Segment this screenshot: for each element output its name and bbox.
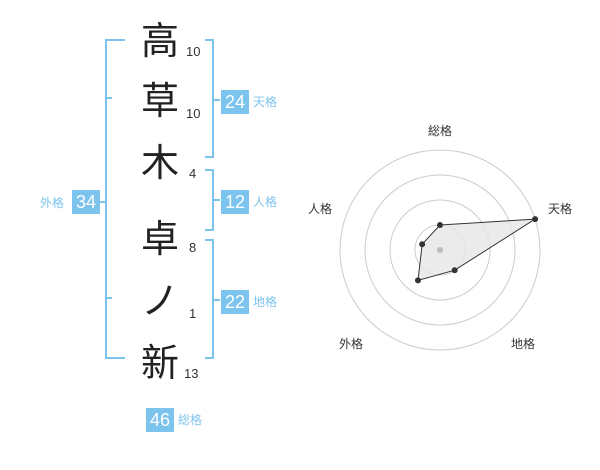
tenkaku-value: 24 bbox=[221, 90, 249, 114]
radar-points bbox=[414, 216, 539, 284]
name-char-4: 卓 bbox=[140, 217, 179, 261]
gaikaku-bracket bbox=[100, 39, 125, 359]
name-char-1: 高 bbox=[140, 19, 179, 63]
name-char-3: 木 bbox=[140, 141, 179, 185]
name-char-5: ノ bbox=[140, 279, 179, 323]
gaikaku-value: 34 bbox=[72, 190, 100, 214]
radar-point-soukaku bbox=[437, 222, 443, 228]
soukaku-label: 総格 bbox=[178, 413, 203, 427]
radar-ring bbox=[389, 199, 491, 301]
radar-label-gaikaku: 外格 bbox=[339, 337, 364, 351]
radar-label-jinkaku: 人格 bbox=[308, 202, 333, 216]
jinkaku-value: 12 bbox=[221, 190, 249, 214]
radar-polygon bbox=[417, 218, 536, 281]
radar-point-chikaku bbox=[451, 267, 458, 274]
jinkaku-label: 人格 bbox=[253, 195, 278, 209]
soukaku-value: 46 bbox=[146, 408, 174, 432]
stroke-count-3: 4 bbox=[189, 166, 197, 181]
radar-label-chikaku: 地格 bbox=[511, 337, 536, 351]
stroke-count-1: 10 bbox=[186, 44, 201, 59]
radar-point-tenkaku bbox=[532, 216, 539, 223]
jinkaku-bracket bbox=[205, 169, 220, 231]
radar-ring bbox=[364, 174, 516, 326]
chikaku-label: 地格 bbox=[253, 295, 278, 309]
radar-point-jinkaku bbox=[419, 241, 426, 248]
stroke-count-4: 8 bbox=[189, 240, 197, 255]
name-char-6: 新 bbox=[140, 341, 179, 385]
gaikaku-label: 外格 bbox=[40, 196, 65, 210]
radar-point-gaikaku bbox=[414, 277, 421, 284]
tenkaku-bracket bbox=[205, 39, 220, 158]
name-char-2: 草 bbox=[140, 79, 179, 123]
stroke-count-2: 10 bbox=[186, 106, 201, 121]
stroke-count-6: 13 bbox=[184, 366, 199, 381]
radar-label-tenkaku: 天格 bbox=[548, 202, 573, 216]
chikaku-value: 22 bbox=[221, 290, 249, 314]
radar-label-soukaku: 総格 bbox=[428, 124, 453, 138]
radar-ring bbox=[339, 149, 541, 351]
stroke-count-5: 1 bbox=[189, 306, 197, 321]
radar-center bbox=[437, 247, 443, 253]
tenkaku-label: 天格 bbox=[253, 95, 278, 109]
chikaku-bracket bbox=[205, 239, 220, 359]
